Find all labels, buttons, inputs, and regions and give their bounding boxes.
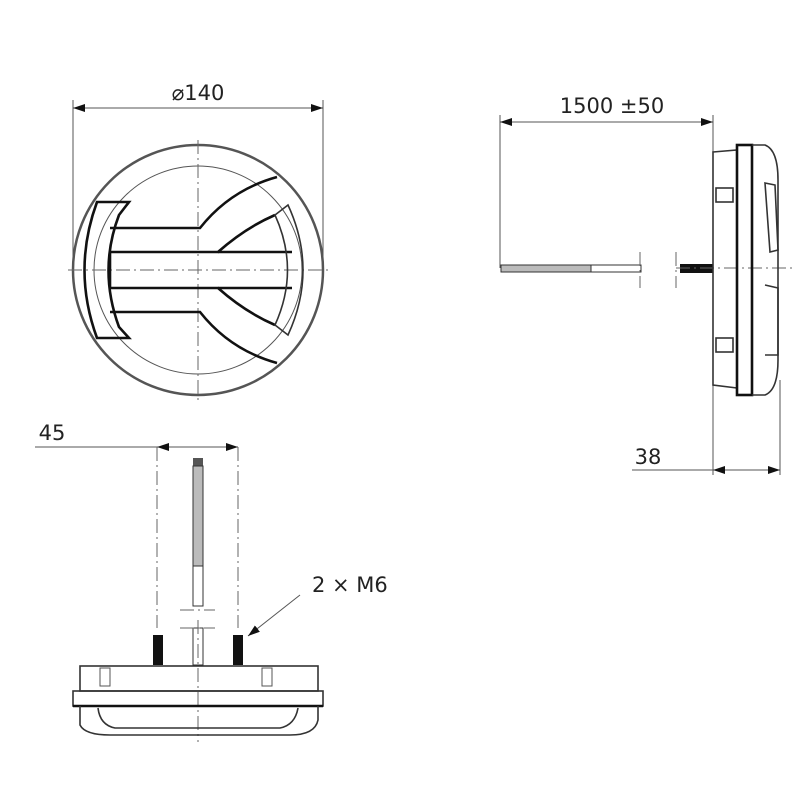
depth-label: 38 [635, 445, 662, 469]
stud-leader-line [247, 594, 301, 637]
front-view: ⌀140 [68, 81, 328, 400]
bottom-view: 45 2 × M6 [35, 421, 388, 742]
diameter-label: ⌀140 [172, 81, 225, 105]
stud-spacing-label: 45 [39, 421, 66, 445]
stud-label: 2 × M6 [312, 573, 388, 597]
cable-length-label: 1500 ±50 [560, 94, 664, 118]
side-view: 1500 ±50 38 [499, 94, 795, 475]
